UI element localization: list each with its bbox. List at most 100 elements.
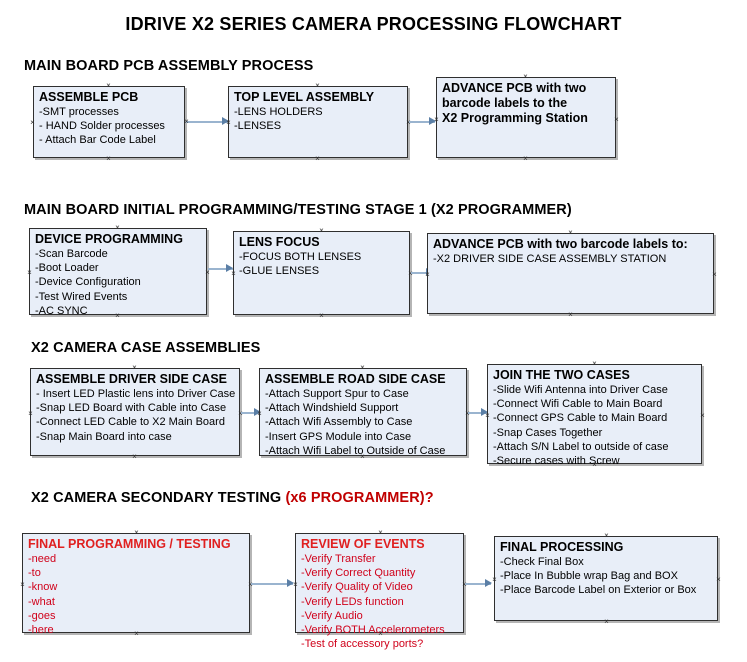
handle-top-icon[interactable] — [377, 529, 384, 536]
handle-bottom-icon[interactable] — [133, 630, 140, 637]
box-title: DEVICE PROGRAMMING — [35, 232, 183, 246]
box-line: -Verify LEDs function — [301, 595, 404, 608]
handle-bottom-icon[interactable] — [114, 312, 121, 319]
box-title-line2: barcode labels to the — [442, 96, 568, 110]
handle-left-icon[interactable] — [256, 410, 263, 417]
handle-top-icon[interactable] — [567, 229, 574, 236]
box-line: -LENS HOLDERS — [234, 106, 323, 118]
connector-line — [465, 583, 491, 585]
handle-left-icon[interactable] — [433, 116, 440, 123]
handle-right-icon[interactable] — [715, 576, 722, 583]
box-title: TOP LEVEL ASSEMBLY — [234, 90, 375, 104]
box-line: -Verify BOTH Accelerometers — [301, 624, 445, 637]
box-join-the-two-cases[interactable]: JOIN THE TWO CASES -Slide Wifi Antenna i… — [484, 364, 702, 467]
box-assemble-road-side-case[interactable]: ASSEMBLE ROAD SIDE CASE -Attach Support … — [256, 368, 467, 457]
handle-bottom-icon[interactable] — [318, 312, 325, 319]
handle-bottom-icon[interactable] — [567, 311, 574, 318]
handle-top-icon[interactable] — [105, 82, 112, 89]
box-review-of-events[interactable]: REVIEW OF EVENTS -Verify Transfer -Verif… — [292, 533, 464, 650]
connector-line — [409, 121, 435, 123]
box-line: -LENSES — [234, 120, 282, 133]
box-line: -know — [28, 581, 58, 594]
box-line: -Check Final Box — [500, 556, 584, 568]
box-assemble-pcb[interactable]: ASSEMBLE PCB -SMT processes - HAND Solde… — [33, 86, 185, 158]
handle-bottom-icon[interactable] — [359, 453, 366, 460]
box-lens-focus[interactable]: LENS FOCUS -FOCUS BOTH LENSES -GLUE LENS… — [233, 231, 410, 315]
box-line: -Attach Support Spur to Case — [265, 388, 409, 400]
box-line: -Connect Wifi Cable to Main Board — [493, 398, 663, 411]
handle-right-icon[interactable] — [711, 271, 718, 278]
connector-line — [251, 583, 293, 585]
handle-bottom-icon[interactable] — [105, 155, 112, 162]
section-heading-red-text: (x6 PROGRAMMER)? — [285, 490, 434, 506]
connector-line — [411, 272, 433, 274]
handle-bottom-icon[interactable] — [131, 453, 138, 460]
handle-right-icon[interactable] — [613, 116, 620, 123]
box-assemble-driver-side-case[interactable]: ASSEMBLE DRIVER SIDE CASE - Insert LED P… — [30, 368, 240, 456]
handle-left-icon[interactable] — [29, 119, 36, 126]
box-line: -Verify Correct Quantity — [301, 567, 416, 580]
connector-arrow-icon — [485, 579, 492, 587]
box-advance-pcb-programming-station[interactable]: ADVANCE PCB with two barcode labels to t… — [436, 77, 616, 158]
page-title: IDRIVE X2 SERIES CAMERA PROCESSING FLOWC… — [125, 14, 622, 34]
handle-top-icon[interactable] — [591, 360, 598, 367]
box-title: FINAL PROCESSING — [500, 540, 624, 554]
handle-bottom-icon[interactable] — [591, 461, 598, 468]
box-final-programming-testing[interactable]: FINAL PROGRAMMING / TESTING -need -to -k… — [19, 533, 250, 636]
handle-top-icon[interactable] — [522, 73, 529, 80]
handle-left-icon[interactable] — [230, 270, 237, 277]
handle-left-icon[interactable] — [484, 412, 491, 419]
handle-top-icon[interactable] — [131, 364, 138, 371]
handle-bottom-icon[interactable] — [377, 630, 384, 637]
box-line: -Secure cases with Screw — [493, 455, 620, 468]
handle-connector-icon[interactable] — [183, 118, 190, 125]
handle-bottom-icon[interactable] — [522, 155, 529, 162]
handle-top-icon[interactable] — [603, 532, 610, 539]
box-line: - Insert LED Plastic lens into Driver Ca… — [36, 388, 236, 400]
box-line: - Attach Bar Code Label — [39, 134, 156, 147]
box-final-processing[interactable]: FINAL PROCESSING -Check Final Box -Place… — [494, 536, 718, 621]
box-line: -GLUE LENSES — [239, 265, 320, 278]
handle-top-icon[interactable] — [133, 529, 140, 536]
box-line: -Attach Windshield Support — [265, 402, 399, 415]
box-line: - HAND Solder processes — [39, 120, 165, 133]
box-line: -SMT processes — [39, 106, 119, 118]
section-heading-pcb-assembly: MAIN BOARD PCB ASSEMBLY PROCESS — [24, 58, 314, 74]
handle-left-icon[interactable] — [225, 119, 232, 126]
handle-left-icon[interactable] — [27, 410, 34, 417]
handle-top-icon[interactable] — [359, 364, 366, 371]
handle-left-icon[interactable] — [424, 271, 431, 278]
box-line: -Place Barcode Label on Exterior or Box — [500, 584, 697, 597]
box-line: -Insert GPS Module into Case — [265, 430, 412, 443]
box-line: -Boot Loader — [35, 262, 99, 275]
box-line: -Device Configuration — [35, 276, 141, 289]
handle-left-icon[interactable] — [26, 269, 33, 276]
box-line: -goes — [28, 609, 56, 622]
section-heading-text: X2 CAMERA SECONDARY TESTING — [31, 490, 286, 506]
handle-left-icon[interactable] — [292, 581, 299, 588]
box-line: -Connect GPS Cable to Main Board — [493, 412, 668, 425]
handle-left-icon[interactable] — [491, 576, 498, 583]
box-advance-pcb-driver-side[interactable]: ADVANCE PCB with two barcode labels to: … — [427, 233, 714, 314]
box-title: ADVANCE PCB with two barcode labels to: — [433, 237, 688, 251]
handle-top-icon[interactable] — [314, 82, 321, 89]
box-line: -FOCUS BOTH LENSES — [239, 251, 362, 263]
handle-top-icon[interactable] — [114, 224, 121, 231]
box-line: -Verify Transfer — [301, 553, 376, 565]
handle-left-icon[interactable] — [19, 581, 26, 588]
handle-right-icon[interactable] — [204, 269, 211, 276]
box-line: -Attach S/N Label to outside of case — [493, 440, 669, 453]
handle-top-icon[interactable] — [318, 227, 325, 234]
box-top-level-assembly[interactable]: TOP LEVEL ASSEMBLY -LENS HOLDERS -LENSES — [228, 86, 408, 158]
handle-right-icon[interactable] — [699, 412, 706, 419]
section-heading-initial-programming: MAIN BOARD INITIAL PROGRAMMING/TESTING S… — [24, 202, 572, 218]
handle-bottom-icon[interactable] — [603, 618, 610, 625]
box-line: -Snap LED Board with Cable into Case — [36, 402, 227, 415]
box-device-programming[interactable]: DEVICE PROGRAMMING -Scan Barcode -Boot L… — [26, 228, 207, 317]
box-line: -Verify Audio — [301, 609, 363, 622]
handle-bottom-icon[interactable] — [314, 155, 321, 162]
box-line: -Connect LED Cable to X2 Main Board — [36, 416, 225, 429]
box-title: ASSEMBLE ROAD SIDE CASE — [265, 372, 446, 386]
box-title-line3: X2 Programming Station — [442, 111, 588, 125]
